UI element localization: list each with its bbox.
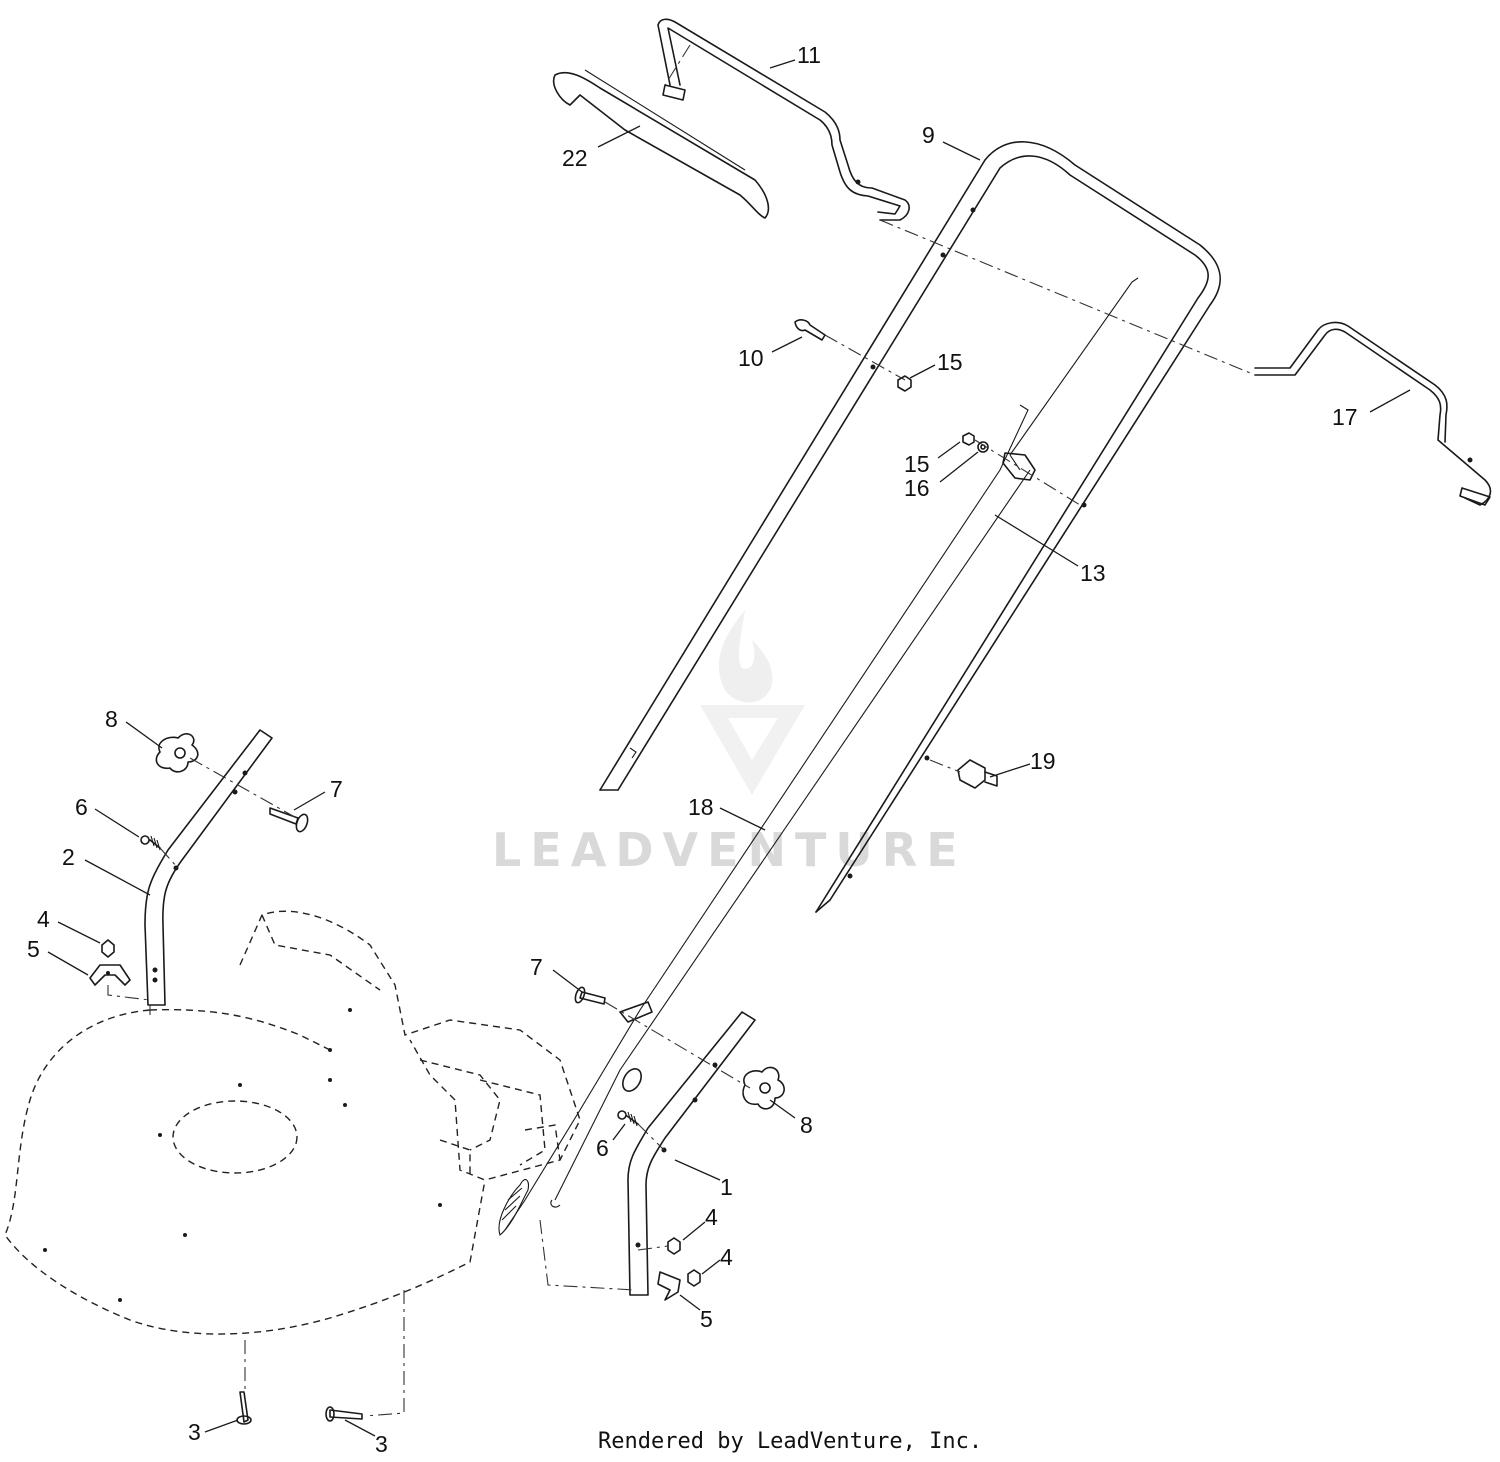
callout-15-lower: 15	[904, 451, 930, 477]
callout-15-upper: 15	[937, 349, 963, 375]
pin	[794, 319, 826, 341]
cable-clip	[957, 759, 998, 789]
callout-3-right: 3	[375, 1431, 388, 1457]
lower-handle-right	[627, 1011, 756, 1296]
callout-19: 19	[1030, 748, 1056, 774]
bail-right	[1254, 321, 1492, 506]
lower-handle-left	[144, 729, 273, 1006]
callout-18: 18	[688, 794, 714, 820]
callout-1: 1	[720, 1174, 733, 1200]
callout-labels: 11 22 9 10 15 17 15 16 13 19 18 8 7 6 2 …	[27, 42, 1358, 1457]
callout-9: 9	[922, 122, 935, 148]
callout-10: 10	[738, 345, 764, 371]
callout-7-left: 7	[330, 776, 343, 802]
callout-7-right: 7	[530, 954, 543, 980]
watermark-text: LEADVENTURE	[492, 823, 967, 877]
control-cable	[498, 277, 1139, 1236]
bolt	[236, 1391, 363, 1425]
callout-5-left: 5	[27, 936, 40, 962]
callout-3-left: 3	[188, 1419, 201, 1445]
callout-8-right: 8	[800, 1112, 813, 1138]
upper-handle	[599, 141, 1222, 913]
screw-left	[140, 835, 161, 851]
bail-grip	[552, 69, 770, 219]
callout-2: 2	[62, 844, 75, 870]
watermark-logo	[700, 610, 805, 795]
carriage-bolt-right	[574, 986, 606, 1005]
leader-lines	[47, 59, 1411, 1437]
callout-11: 11	[797, 42, 821, 68]
callout-17: 17	[1332, 404, 1358, 430]
height-adjust-clip	[89, 964, 681, 1301]
cable-bracket	[1002, 452, 1036, 481]
knob-right	[742, 1066, 785, 1110]
flange-nut	[101, 939, 701, 1287]
bail-upper	[657, 18, 910, 221]
callout-16: 16	[904, 475, 930, 501]
callout-4-left: 4	[37, 906, 50, 932]
nut	[897, 375, 975, 446]
callout-5-right: 5	[700, 1306, 713, 1332]
callout-8-left: 8	[105, 706, 118, 732]
callout-6-left: 6	[75, 794, 88, 820]
callout-6-right: 6	[596, 1135, 609, 1161]
credit-text: Rendered by LeadVenture, Inc.	[598, 1429, 982, 1454]
callout-4-right: 4	[720, 1244, 733, 1270]
callout-22: 22	[562, 145, 588, 171]
screw-right	[617, 1110, 639, 1127]
knob-left	[155, 733, 199, 773]
callout-13: 13	[1080, 560, 1106, 586]
assembly-lines	[107, 44, 1256, 1417]
callout-4-mid: 4	[705, 1204, 718, 1230]
mower-deck	[4, 910, 581, 1335]
carriage-bolt-left	[269, 807, 309, 833]
